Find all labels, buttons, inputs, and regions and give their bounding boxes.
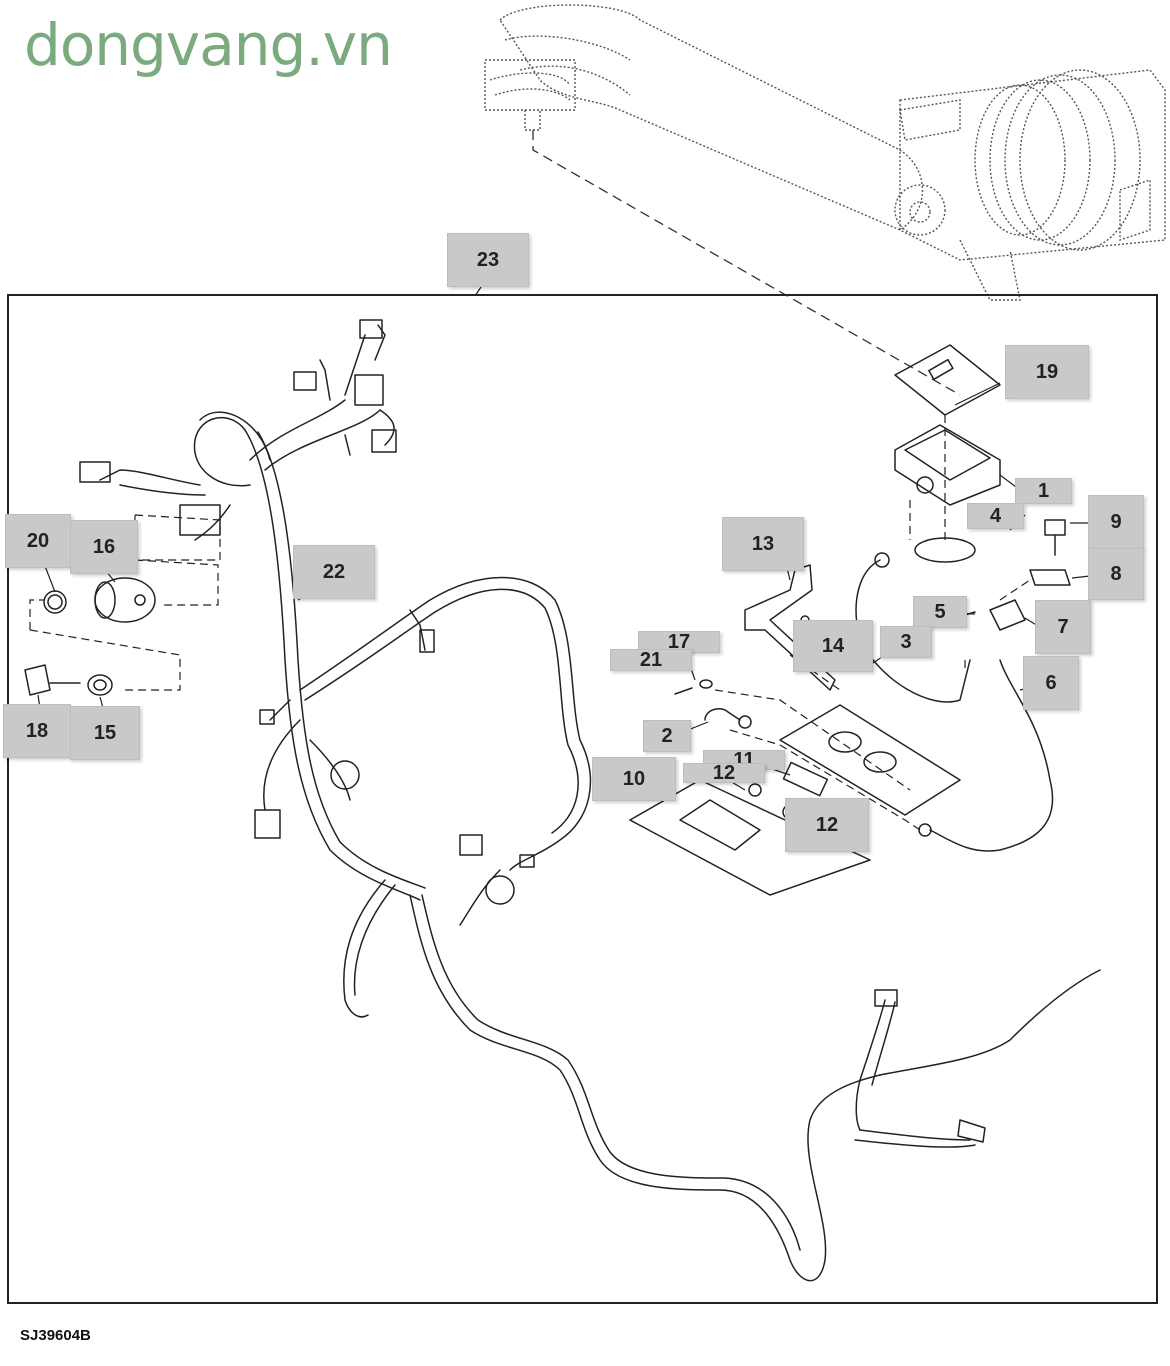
callout-17: 17 <box>638 631 720 653</box>
callout-10: 10 <box>592 757 676 801</box>
callout-8: 8 <box>1088 548 1144 600</box>
callout-6: 6 <box>1023 656 1079 710</box>
callout-18: 18 <box>3 704 71 758</box>
callout-4: 4 <box>967 503 1024 529</box>
callout-9: 9 <box>1088 495 1144 549</box>
callout-20: 20 <box>5 514 71 568</box>
callout-23: 23 <box>447 233 529 287</box>
callout-15: 15 <box>70 706 140 760</box>
callout-2: 2 <box>643 720 691 752</box>
callout-21: 21 <box>610 649 692 671</box>
callout-16: 16 <box>70 520 138 574</box>
watermark-logo: dongvang.vn <box>24 11 393 79</box>
kit-boundary-frame <box>7 294 1158 1304</box>
callout-14: 14 <box>793 620 873 672</box>
diagram-code: SJ39604B <box>20 1327 91 1344</box>
callout-5: 5 <box>913 596 967 628</box>
callout-13: 13 <box>722 517 804 571</box>
callout-1: 1 <box>1015 478 1072 504</box>
callout-12-lower: 12 <box>785 798 869 852</box>
callout-7: 7 <box>1035 600 1091 654</box>
callout-12-upper: 12 <box>683 762 765 784</box>
callout-19: 19 <box>1005 345 1089 399</box>
callout-3: 3 <box>880 626 932 658</box>
callout-22: 22 <box>293 545 375 599</box>
